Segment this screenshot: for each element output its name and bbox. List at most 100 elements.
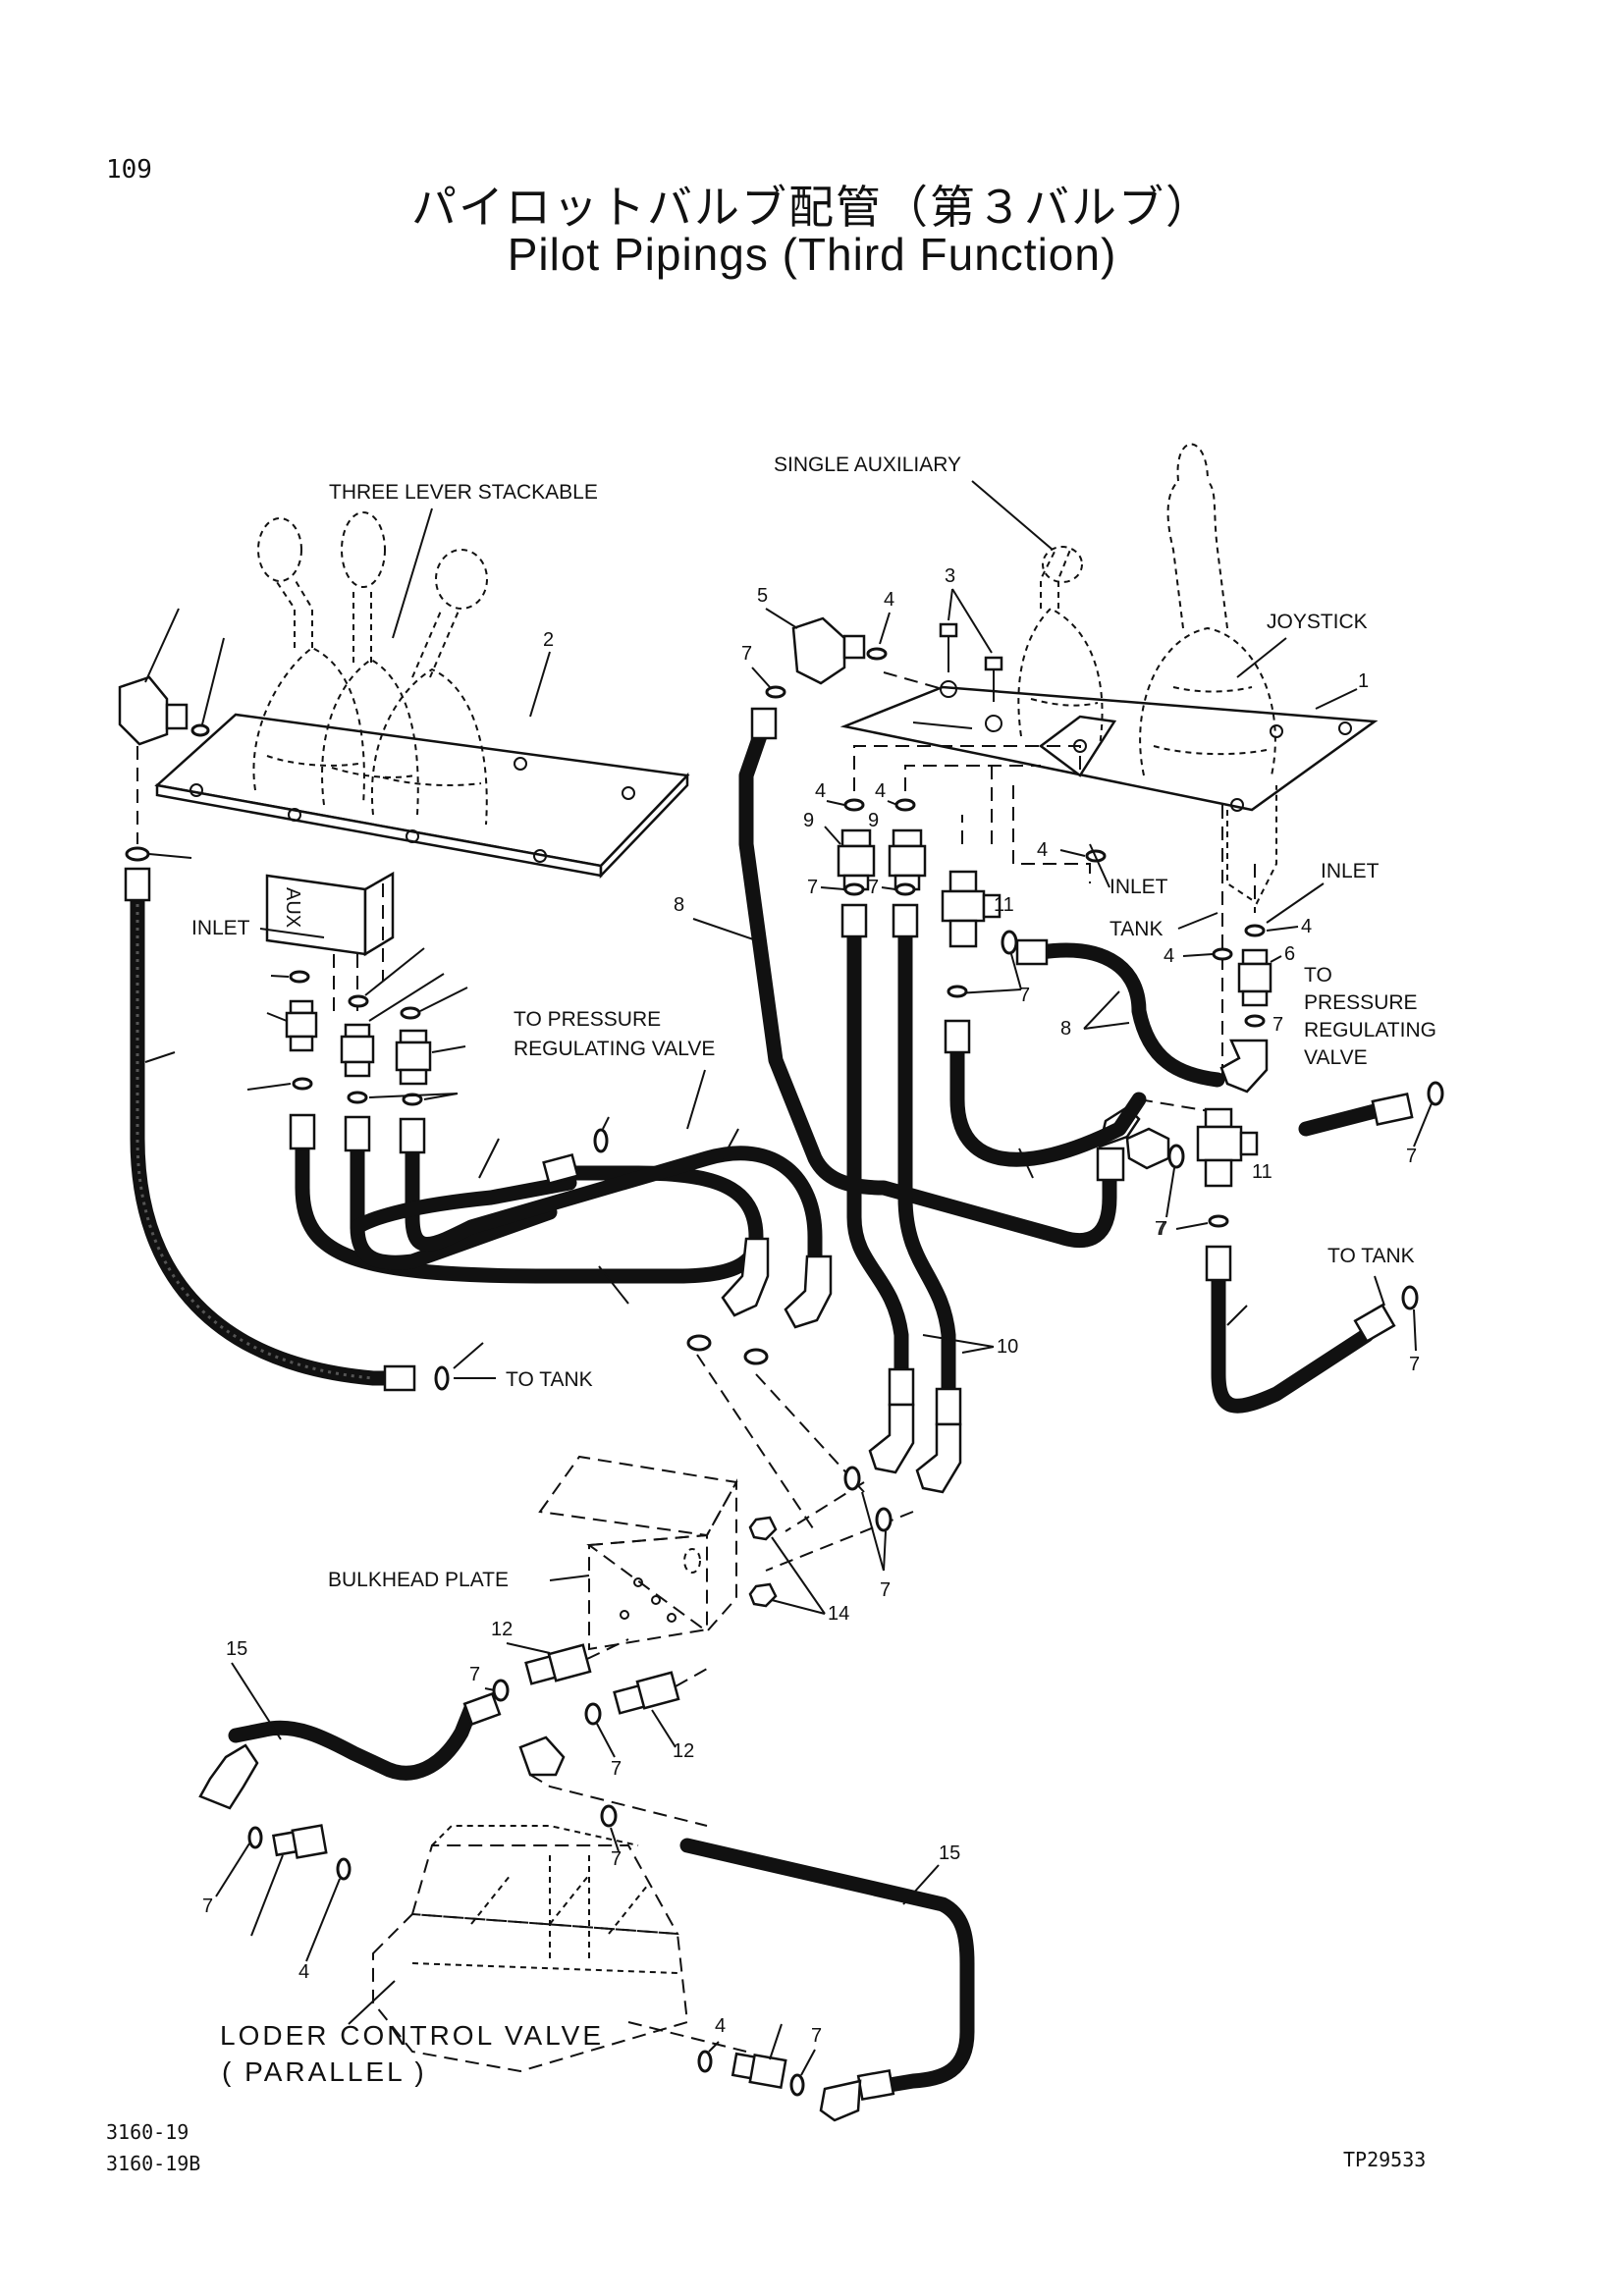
callout-10: 10 — [997, 1336, 1018, 1358]
callout-13: 14 — [828, 1603, 849, 1625]
inlet-left-label: INLET — [191, 917, 250, 939]
item-18-elbow-fitting — [118, 675, 189, 746]
callout-7-c: 7 — [868, 877, 879, 898]
hose-14-lower — [679, 1838, 975, 2094]
fitting-22 — [340, 1023, 375, 1078]
valve-label: VALVE — [1304, 1046, 1368, 1069]
hose-17 — [1211, 1258, 1375, 1414]
callout-8-long: 8 — [674, 894, 684, 916]
callout-7-b: 7 — [807, 877, 818, 898]
callout-4-h: 4 — [715, 2015, 726, 2037]
hose-14-upper — [228, 1700, 479, 1781]
tee-11-upper — [941, 870, 1001, 948]
callout-2: 2 — [543, 629, 554, 651]
bulkhead-plate — [538, 1455, 738, 1651]
tee-11-lower — [1196, 1107, 1259, 1188]
callout-7-o: 7 — [811, 2025, 822, 2047]
aux-label: AUX — [282, 887, 303, 928]
connector-12-right — [613, 1671, 680, 1715]
callout-7-a: 7 — [741, 643, 752, 665]
callout-7-h: 7 — [1406, 1146, 1417, 1167]
connector-12-left — [524, 1643, 592, 1685]
o-ring-20-to-tank — [434, 1365, 450, 1391]
three-lever-stackable-valve: AUX — [154, 511, 690, 1011]
hose-26 — [405, 1136, 823, 1279]
callout-4-f: 4 — [1164, 945, 1174, 967]
callout-14-upper: 15 — [226, 1638, 247, 1660]
hose-10-b — [897, 910, 956, 1421]
callout-7-f: 7 — [1157, 1218, 1167, 1240]
fitting-21-left — [285, 999, 318, 1052]
callout-7-m: 7 — [202, 1896, 213, 1917]
joystick-base-plate — [839, 685, 1379, 812]
joystick-label: JOYSTICK — [1267, 611, 1368, 633]
loder-parallel-label: ( PARALLEL ) — [222, 2056, 427, 2087]
adapter-15-left — [271, 1824, 328, 1859]
callout-4-d: 4 — [1037, 839, 1048, 861]
bulkhead-plate-label: BULKHEAD PLATE — [328, 1569, 509, 1591]
fitting-9-b — [888, 828, 927, 891]
to-tank-left-label: TO TANK — [506, 1368, 593, 1391]
title-japanese: パイロットバルブ配管（第３バルブ） — [411, 181, 1213, 234]
callout-11-lower: 11 — [1252, 1161, 1272, 1183]
callout-12-right: 12 — [673, 1740, 694, 1762]
callout-4-e: 4 — [1301, 916, 1312, 937]
title-english: Pilot Pipings (Third Function) — [507, 229, 1117, 280]
callout-12-left: 12 — [491, 1619, 513, 1640]
callout-4-a: 4 — [884, 589, 894, 611]
o-ring-19-top — [190, 723, 210, 737]
tank-label: TANK — [1110, 918, 1163, 940]
callout-7-e: 7 — [1019, 985, 1030, 1006]
callout-9-b: 9 — [868, 810, 879, 831]
callout-7-k: 7 — [469, 1664, 480, 1685]
regulating-valve-left-label: REGULATING VALVE — [514, 1038, 715, 1060]
loder-control-valve — [372, 1825, 689, 2073]
part-code-1: 3160-19 — [106, 2120, 189, 2144]
inlet-joystick-label: INLET — [1321, 860, 1380, 882]
callout-11-upper: 11 — [994, 894, 1014, 916]
to-tank-right-label: TO TANK — [1327, 1245, 1415, 1267]
o-ring-20-left — [125, 846, 150, 862]
callout-7-l: 7 — [611, 1758, 622, 1780]
three-lever-stackable-label: THREE LEVER STACKABLE — [329, 481, 598, 504]
hose-23 — [295, 1121, 764, 1284]
page-number: 109 — [106, 155, 152, 185]
hose-8-short — [1033, 942, 1225, 1088]
to-label: TO — [1304, 964, 1332, 987]
hose-to-pressure-right — [1298, 1103, 1382, 1137]
callout-3: 3 — [945, 565, 955, 587]
callout-6: 6 — [1284, 943, 1295, 965]
to-pressure-left-label: TO PRESSURE — [514, 1008, 661, 1031]
hose-8-long — [738, 717, 1117, 1249]
callout-7-n: 7 — [611, 1848, 622, 1870]
fitting-9-a — [837, 828, 876, 891]
fitting-6 — [1237, 948, 1272, 1007]
single-auxiliary-label: SINGLE AUXILIARY — [774, 454, 961, 476]
callout-7-i: 7 — [1155, 1218, 1165, 1240]
part-code-2: 3160-19B — [106, 2152, 201, 2175]
callout-5: 5 — [757, 585, 768, 607]
inlet-right-label: INLET — [1110, 876, 1168, 898]
hose-16 — [949, 1033, 1147, 1167]
fitting-21-right — [395, 1029, 432, 1086]
callout-8-short: 8 — [1060, 1018, 1071, 1040]
hose-10-a — [846, 910, 909, 1402]
callout-4-g: 4 — [298, 1961, 309, 1983]
figure-number: TP29533 — [1343, 2148, 1427, 2171]
callout-7-d: 7 — [880, 1579, 891, 1601]
callout-4-b: 4 — [815, 780, 826, 802]
bolts-3 — [939, 622, 1003, 702]
loder-control-valve-label: LODER CONTROL VALVE — [220, 2020, 604, 2051]
callout-9-a: 9 — [803, 810, 814, 831]
callout-1: 1 — [1358, 670, 1369, 692]
item-5-elbow — [791, 616, 866, 685]
callout-4-c: 4 — [875, 780, 886, 802]
regulating-label: REGULATING — [1304, 1019, 1436, 1041]
callout-7-j: 7 — [1409, 1354, 1420, 1375]
callout-14-lower: 15 — [939, 1842, 960, 1864]
callout-7-g: 7 — [1272, 1014, 1283, 1036]
adapter-15-right — [731, 2052, 787, 2090]
single-auxiliary-joystick-valve — [839, 443, 1379, 905]
